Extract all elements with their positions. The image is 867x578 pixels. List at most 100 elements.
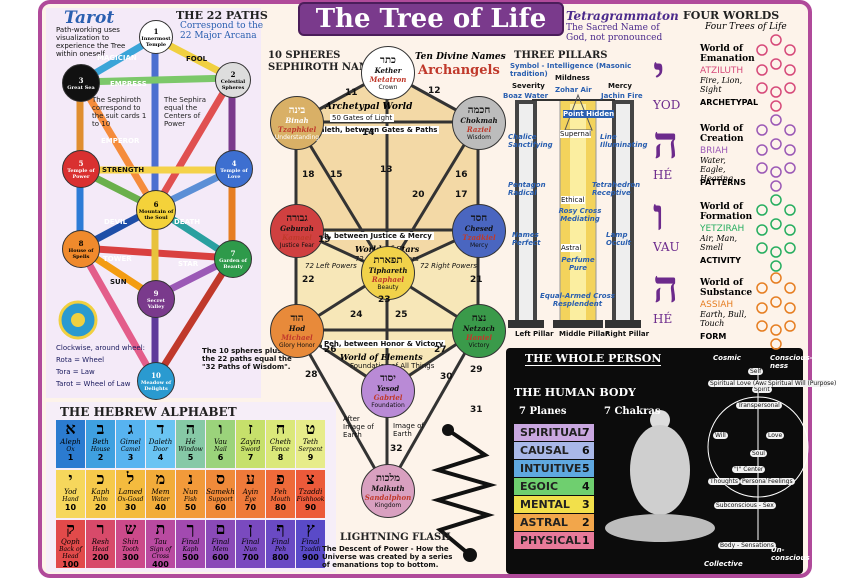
sephira-quality: Beauty: [377, 284, 399, 291]
collective-label: Collective: [704, 560, 743, 568]
person-diagram-label: Will: [713, 432, 728, 439]
world-name: BRIAH: [700, 146, 729, 156]
hebrew-letter-glyph: ז: [248, 419, 253, 438]
sphere-number: 5: [78, 158, 84, 168]
chakras-title: 7 Chakras: [604, 406, 661, 417]
teth-label: Teth, between Justice & Mercy: [310, 232, 434, 240]
left-powers: 72 Left Powers: [305, 262, 357, 270]
hebrew-letter-meaning: Eye: [244, 496, 257, 503]
hebrew-letter-meaning: Ox-Goad: [117, 496, 144, 503]
spheres-label: 10 SPHERES: [268, 50, 341, 61]
hebrew-letter-glyph: צ: [306, 469, 315, 488]
world-quality: PATTERNS: [700, 178, 746, 187]
plane-number: 5: [582, 462, 590, 475]
hebrew-letter-meaning: Water: [151, 496, 170, 503]
lightning-title: LIGHTNING FLASH: [340, 532, 451, 543]
person-diagram-label: Self: [748, 368, 764, 375]
left-pillar: Left Pillar: [515, 330, 554, 338]
sphere-number: 2: [230, 69, 236, 79]
hebrew-letter-name: Final: [211, 538, 230, 546]
sephira-note: The Sephira equal the Centers of Power: [164, 96, 206, 128]
plane-number: 2: [582, 516, 590, 529]
world-quality: ARCHETYPAL: [700, 98, 759, 107]
hebrew-letter-name: Final: [271, 538, 290, 546]
plane-row: INTUITIVE: [514, 460, 594, 477]
archetypal-sub: 50 Gates of Light: [330, 114, 395, 122]
hebrew-letter-value: 500: [182, 553, 199, 562]
person-diagram-label: Spiritual Will (Purpose): [766, 380, 837, 387]
hebrew-letter-value: 80: [274, 503, 287, 512]
hebrew-letter-glyph: ק: [66, 519, 75, 538]
meditating-figure-icon: [605, 410, 715, 542]
path-number: 18: [302, 170, 315, 180]
hebrew-letter-glyph: ש: [124, 519, 137, 538]
sephira-name: Tiphareth: [368, 266, 408, 275]
hebrew-letter-glyph: א: [65, 419, 76, 438]
path-number: 17: [455, 190, 468, 200]
sphere-number: 9: [153, 288, 159, 298]
sephira-quality: Kingdom: [374, 502, 402, 509]
hebrew-letter-name: Hé: [185, 438, 196, 446]
hebrew-letter-glyph: פ: [276, 469, 285, 488]
world-name: ATZILUTH: [700, 66, 744, 76]
divine-names-label: Ten Divine Names: [415, 52, 506, 62]
plane-row: SPIRITUAL: [514, 424, 594, 441]
equal-armed-cross: Equal-Armed Cross Resplendent: [540, 292, 615, 308]
hebrew-letter-value: 3: [127, 453, 134, 462]
hebrew-letter-value: 60: [214, 503, 227, 512]
four-worlds-sub: Four Trees of Life: [705, 22, 787, 32]
sphere-number: 8: [78, 238, 84, 248]
sephiroth-note: The Sephiroth correspond to the suit car…: [92, 96, 147, 128]
sephira-quality: Foundation: [371, 402, 405, 409]
person-diagram-label: Spirit: [752, 386, 772, 393]
card-label: DEVIL: [104, 218, 128, 226]
sephira-angel: Haniel: [465, 333, 492, 342]
wheel-note-2: Tora = Law: [56, 368, 95, 376]
tarot-intro: Path-working uses visualization to exper…: [56, 26, 126, 58]
mildness: Mildness: [555, 74, 590, 82]
sephira-angel: Gabriel: [373, 393, 403, 402]
hebrew-letter-meaning: Nail: [214, 446, 227, 453]
world-elements: Fire, Lion, Sight: [700, 76, 743, 94]
sphere-number: 6: [153, 199, 159, 209]
hebrew-letter-glyph: ל: [126, 469, 135, 488]
rosy-cross: Rosy Cross Mediating: [558, 207, 602, 223]
hebrew-letter-meaning: Support: [208, 496, 233, 503]
hebrew-letter-name: Final: [241, 538, 260, 546]
hebrew-letter-meaning: Ox: [66, 446, 75, 453]
hebrew-letter-meaning: Fishhook: [296, 496, 325, 503]
hebrew-letter-value: 9: [307, 453, 314, 462]
astral: Astral: [561, 244, 582, 252]
person-diagram-label: Thoughts: [708, 478, 741, 485]
sphere-name: Innermost Temple: [141, 35, 171, 48]
hebrew-letter-glyph: ט: [305, 419, 316, 438]
sephira-angel: Kamael: [282, 233, 312, 242]
paths-sub: Correspond to the 22 Major Arcana: [180, 21, 264, 41]
person-diagram-label: Spiritual Love (Awareness): [708, 380, 790, 387]
cosmic-label: Cosmic: [713, 354, 741, 362]
hebrew-letter-name: Final: [181, 538, 200, 546]
sephira-quality: Crown: [378, 84, 398, 91]
pentagon: Pentagon Radical: [508, 181, 546, 197]
hebrew-letter-glyph: ח: [275, 419, 286, 438]
hebrew-letter-value: 800: [272, 553, 289, 562]
sephira-name: Kether: [374, 66, 402, 75]
hebrew-letter-value: 20: [94, 503, 107, 512]
plane-row: EGOIC: [514, 478, 594, 495]
hebrew-letter-meaning: Tzaddi: [300, 546, 321, 553]
path-number: 19: [318, 235, 331, 245]
hebrew-letter-value: 100: [62, 560, 79, 569]
